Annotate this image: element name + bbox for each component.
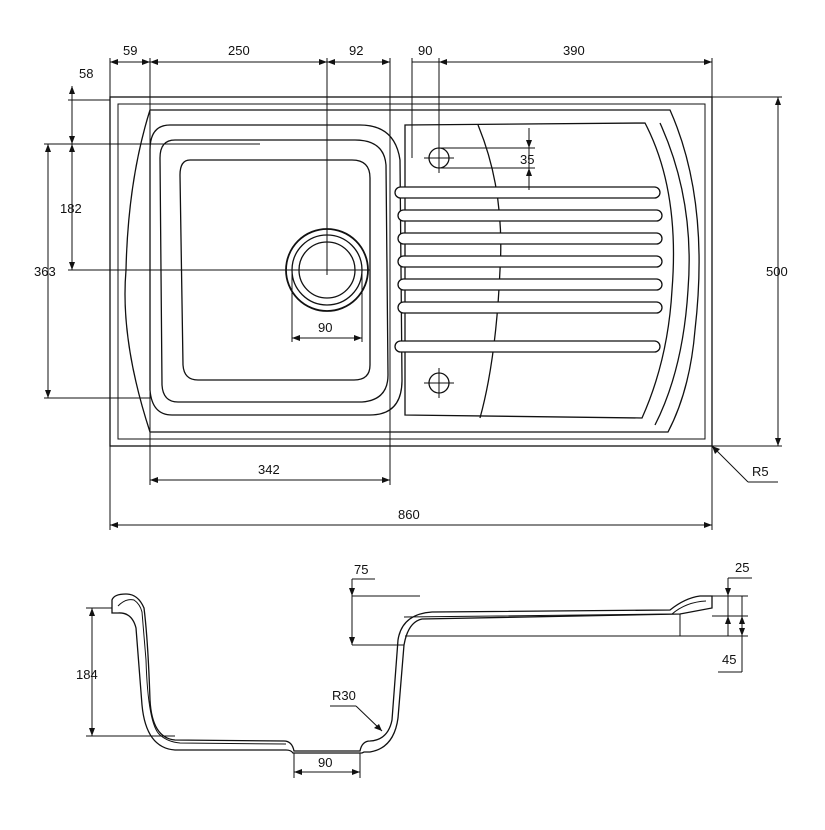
section-outer-profile — [111, 593, 713, 754]
drainer-right-edge — [654, 122, 690, 426]
dim-500-label: 500 — [766, 264, 788, 279]
dim-59-label: 59 — [123, 43, 137, 58]
dim-45-label: 45 — [722, 652, 736, 667]
bowl-outer-outline — [149, 124, 403, 416]
drainer-outline — [404, 122, 675, 419]
bowl-middle-outline — [159, 139, 389, 403]
dim-250-label: 250 — [228, 43, 250, 58]
dim-363-label: 363 — [34, 264, 56, 279]
dim-90-top-label: 90 — [418, 43, 432, 58]
dim-182-label: 182 — [60, 201, 82, 216]
dim-860-label: 860 — [398, 507, 420, 522]
overflow-hole-icon — [424, 368, 454, 398]
dim-390-label: 390 — [563, 43, 585, 58]
drainer-groove — [397, 301, 663, 314]
drainer-groove — [397, 255, 663, 268]
drainer-groove — [394, 340, 661, 353]
dim-92-label: 92 — [349, 43, 363, 58]
dim-90-bottom-label: 90 — [318, 755, 332, 770]
drainer-groove — [397, 278, 663, 291]
dim-342-label: 342 — [258, 462, 280, 477]
drainer-groove — [397, 232, 663, 245]
drainer-curve — [477, 124, 502, 419]
dim-35-label: 35 — [520, 152, 534, 167]
dim-25-label: 25 — [735, 560, 749, 575]
plan-dimensions: 59 250 92 90 390 58 182 363 500 — [34, 43, 788, 530]
drainer-groove — [394, 186, 661, 199]
dim-90-waste-label: 90 — [318, 320, 332, 335]
drainer-grooves — [394, 186, 663, 353]
dim-r5-label: R5 — [752, 464, 769, 479]
plan-view — [109, 96, 713, 447]
section-drainer-top — [403, 600, 707, 618]
dim-75-label: 75 — [354, 562, 368, 577]
sink-top-surface-outline — [124, 109, 700, 433]
dim-184-label: 184 — [76, 667, 98, 682]
dim-r30-label: R30 — [332, 688, 356, 703]
section-view: 75 25 45 184 R30 90 — [76, 560, 752, 778]
bowl-inner-outline — [179, 159, 371, 381]
sink-outer-rim — [109, 96, 713, 447]
section-inner-profile — [117, 599, 287, 745]
drainer-groove — [397, 209, 663, 222]
dim-58-label: 58 — [79, 66, 93, 81]
